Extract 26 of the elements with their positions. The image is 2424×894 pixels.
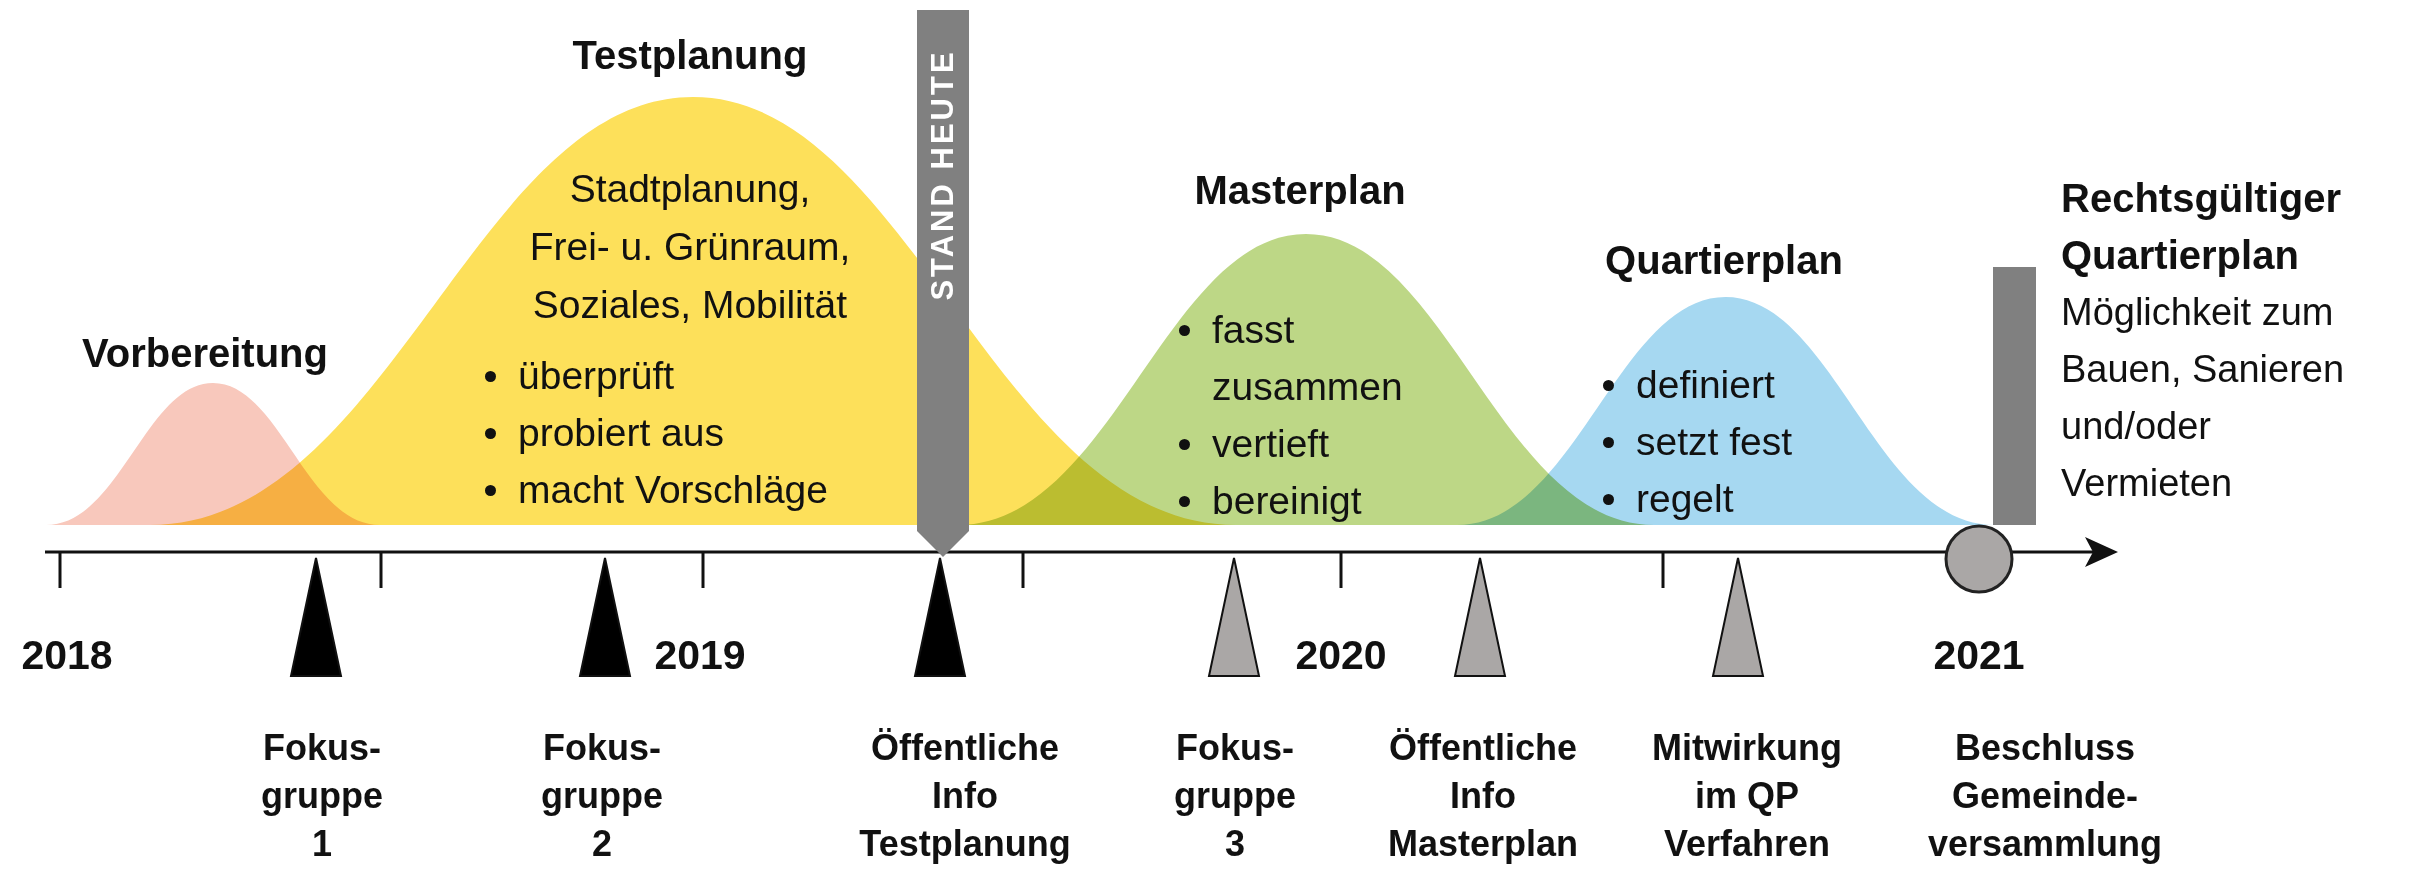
milestone-label: Öffentliche Info Testplanung [858, 726, 1072, 866]
phase-title: Quartierplan [1605, 237, 1843, 284]
year-label: 2020 [1295, 631, 1387, 680]
bullet-item: überprüft [518, 353, 676, 399]
bullet-item: bereinigt [1212, 478, 1363, 524]
phase-title: Masterplan [1194, 167, 1406, 214]
milestone-label: Öffentliche Info Masterplan [1386, 726, 1580, 866]
year-label: 2019 [654, 631, 746, 680]
bullet-item: vertieft [1212, 421, 1331, 467]
bullet-item: definiert [1636, 362, 1776, 408]
bullet-item: setzt fest [1636, 419, 1794, 465]
milestone-label: Fokus- gruppe 1 [260, 726, 384, 866]
bullet-item: regelt [1636, 476, 1735, 522]
milestone-label: Fokus- gruppe 2 [540, 726, 664, 866]
today-label: STAND HEUTE [925, 49, 961, 301]
phase-title: Vorbereitung [82, 330, 328, 377]
milestone-label: Beschluss Gemeinde- versammlung [1926, 726, 2164, 866]
result-title: Rechtsgültiger Quartierplan [2061, 175, 2343, 279]
result-description: Möglichkeit zum Bauen, Sanieren und/oder Vermieten [2061, 290, 2346, 506]
year-label: 2018 [21, 631, 113, 680]
milestone-label: Mitwirkung im QP Verfahren [1651, 726, 1843, 866]
bullet-item: macht Vorschläge [518, 467, 829, 513]
phase-title: Testplanung [572, 32, 808, 79]
bullet-item: probiert aus [518, 410, 725, 456]
milestone-label: Fokus- gruppe 3 [1173, 726, 1297, 866]
year-label: 2021 [1933, 631, 2025, 680]
